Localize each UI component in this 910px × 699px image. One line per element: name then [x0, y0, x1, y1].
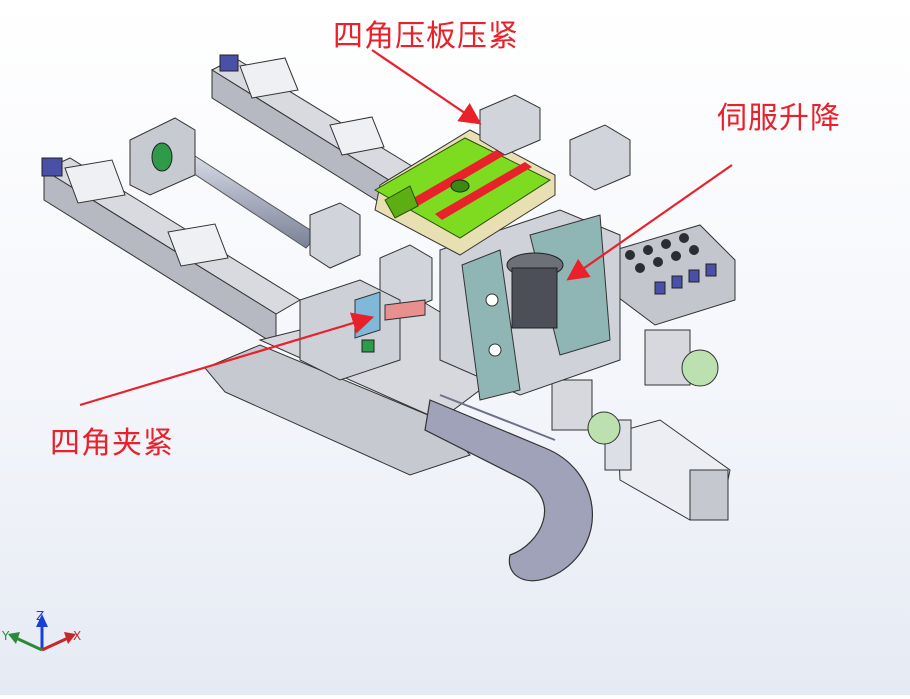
arrow-servo-lift	[566, 164, 733, 281]
arrow-corner-clamp	[79, 312, 375, 407]
label-corner-clamp: 四角夹紧	[50, 426, 174, 461]
corner-press-plate	[373, 129, 556, 256]
servo-lift-column	[439, 209, 621, 401]
label-corner-press-plate: 四角压板压紧	[333, 19, 519, 54]
axis-x-label: X	[73, 629, 81, 643]
servo-motor	[604, 419, 731, 521]
label-servo-lift: 伺服升降	[717, 101, 841, 136]
annotation-arrows	[79, 49, 733, 407]
axis-z-label: Z	[36, 609, 44, 623]
guide-shaft	[129, 117, 319, 249]
axis-y-label: Y	[1, 629, 10, 643]
corner-clamp-blocks	[309, 94, 631, 313]
cable-drag-chain	[424, 394, 594, 582]
pressure-regulators	[551, 329, 719, 445]
arrow-press-plate	[371, 49, 482, 125]
valve-manifold	[614, 224, 736, 326]
back-linear-rail	[210, 54, 416, 211]
coordinate-triad: Z X Y	[1, 609, 81, 652]
